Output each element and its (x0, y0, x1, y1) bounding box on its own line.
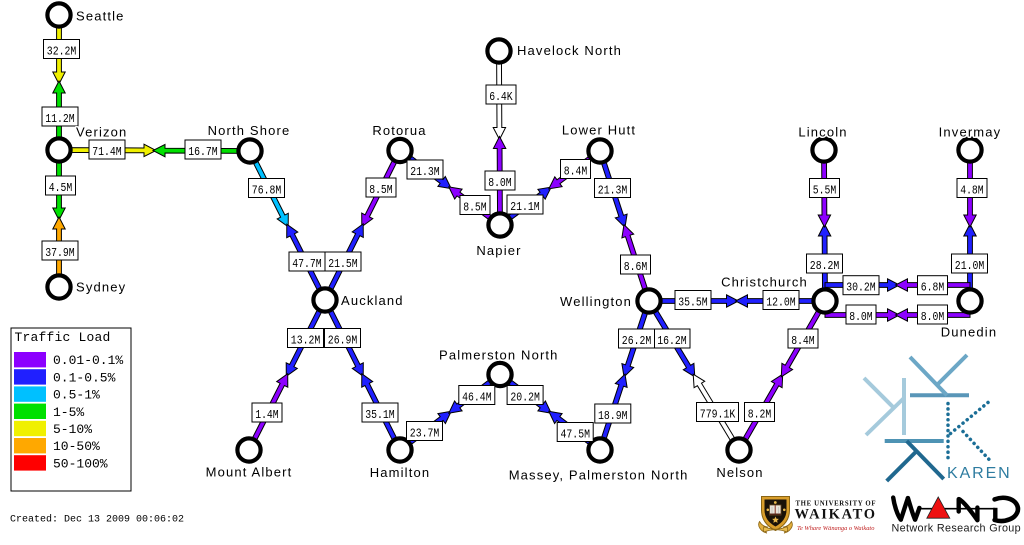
svg-text:WAIKATO: WAIKATO (795, 507, 877, 523)
svg-text:18.9M: 18.9M (598, 409, 628, 423)
svg-text:20.2M: 20.2M (510, 390, 540, 404)
svg-text:0.1-0.5%: 0.1-0.5% (53, 370, 116, 385)
svg-text:21.0M: 21.0M (955, 259, 985, 273)
svg-text:8.6M: 8.6M (624, 260, 648, 274)
svg-text:Network Research Group: Network Research Group (892, 523, 1022, 535)
svg-text:23.7M: 23.7M (410, 426, 440, 440)
svg-text:Invermay: Invermay (939, 125, 1002, 140)
svg-text:Nelson: Nelson (716, 465, 763, 480)
svg-text:THE UNIVERSITY OF: THE UNIVERSITY OF (796, 501, 877, 508)
svg-text:Mount Albert: Mount Albert (206, 465, 293, 480)
svg-text:Havelock North: Havelock North (517, 43, 622, 58)
svg-text:26.2M: 26.2M (622, 334, 652, 348)
svg-text:47.5M: 47.5M (561, 427, 591, 441)
svg-text:Sydney: Sydney (76, 280, 126, 295)
svg-text:6.8M: 6.8M (921, 281, 945, 295)
svg-text:4.8M: 4.8M (960, 183, 984, 197)
svg-text:32.2M: 32.2M (47, 44, 77, 58)
svg-text:779.1K: 779.1K (700, 407, 736, 421)
svg-text:8.5M: 8.5M (463, 200, 487, 214)
svg-text:Hamilton: Hamilton (370, 465, 431, 480)
svg-text:5.5M: 5.5M (813, 183, 837, 197)
svg-text:28.2M: 28.2M (810, 259, 840, 273)
svg-text:50-100%: 50-100% (53, 456, 108, 471)
svg-text:Massey, Palmerston North: Massey, Palmerston North (509, 468, 689, 483)
svg-text:26.9M: 26.9M (328, 333, 358, 347)
svg-text:Wellington: Wellington (560, 294, 632, 309)
svg-text:35.5M: 35.5M (678, 295, 708, 309)
svg-text:8.2M: 8.2M (748, 407, 772, 421)
svg-text:8.0M: 8.0M (921, 310, 945, 324)
svg-text:21.3M: 21.3M (410, 165, 440, 179)
svg-text:Rotorua: Rotorua (372, 123, 426, 138)
svg-text:30.2M: 30.2M (846, 281, 876, 295)
svg-text:0.5-1%: 0.5-1% (53, 388, 100, 403)
svg-text:Created: Dec 13 2009 00:06:02: Created: Dec 13 2009 00:06:02 (10, 514, 184, 526)
svg-text:16.2M: 16.2M (657, 334, 687, 348)
svg-text:5-10%: 5-10% (53, 422, 92, 437)
svg-text:Palmerston North: Palmerston North (439, 348, 559, 363)
svg-text:71.4M: 71.4M (92, 145, 122, 159)
svg-text:8.4M: 8.4M (564, 164, 588, 178)
svg-text:Lincoln: Lincoln (798, 125, 847, 140)
svg-text:4.5M: 4.5M (49, 181, 73, 195)
svg-text:12.0M: 12.0M (766, 295, 796, 309)
svg-text:13.2M: 13.2M (291, 333, 321, 347)
svg-text:16.7M: 16.7M (188, 145, 218, 159)
svg-text:76.8M: 76.8M (252, 183, 281, 197)
svg-text:Dunedin: Dunedin (941, 325, 997, 340)
svg-text:Verizon: Verizon (76, 125, 127, 140)
svg-text:37.9M: 37.9M (45, 246, 74, 260)
svg-text:Christchurch: Christchurch (721, 275, 808, 290)
svg-text:35.1M: 35.1M (365, 408, 395, 422)
svg-text:21.5M: 21.5M (328, 257, 358, 271)
svg-text:Auckland: Auckland (341, 293, 404, 308)
svg-text:8.0M: 8.0M (488, 176, 512, 190)
svg-text:21.1M: 21.1M (510, 200, 540, 214)
svg-text:6.4K: 6.4K (489, 90, 513, 104)
svg-text:Te Whare Wānanga o Waikato: Te Whare Wānanga o Waikato (797, 525, 874, 532)
svg-text:Napier: Napier (476, 243, 521, 258)
svg-text:11.2M: 11.2M (45, 112, 74, 126)
svg-text:8.0M: 8.0M (849, 310, 873, 324)
svg-text:8.5M: 8.5M (369, 183, 393, 197)
svg-text:21.3M: 21.3M (598, 183, 628, 197)
svg-text:46.4M: 46.4M (462, 390, 492, 404)
svg-text:KAREN: KAREN (947, 465, 1012, 482)
svg-text:1.4M: 1.4M (255, 408, 279, 422)
svg-text:Lower Hutt: Lower Hutt (562, 123, 636, 138)
svg-text:1-5%: 1-5% (53, 405, 84, 420)
svg-text:North Shore: North Shore (208, 123, 291, 138)
svg-text:Traffic Load: Traffic Load (15, 330, 111, 345)
svg-text:8.4M: 8.4M (791, 334, 815, 348)
svg-text:10-50%: 10-50% (53, 439, 100, 454)
svg-text:0.01-0.1%: 0.01-0.1% (53, 353, 123, 368)
svg-text:47.7M: 47.7M (292, 257, 322, 271)
svg-text:Seattle: Seattle (76, 9, 125, 24)
